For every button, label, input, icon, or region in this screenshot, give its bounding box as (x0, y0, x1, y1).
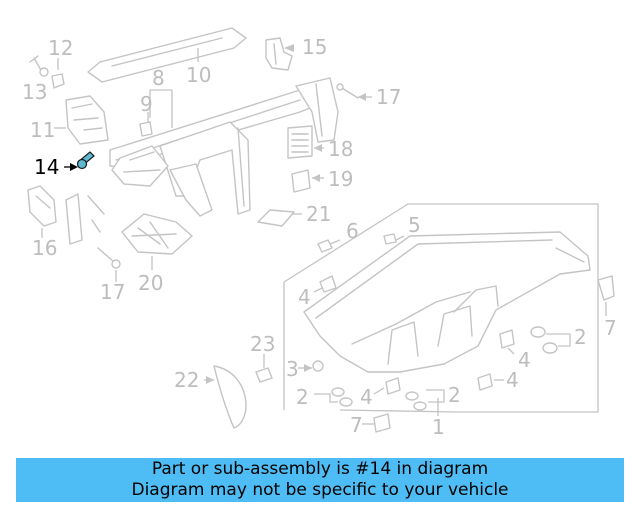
parts-diagram: 12 13 11 14 10 8 9 15 17 18 19 21 6 5 16… (22, 27, 617, 439)
part-21-drawing (257, 209, 302, 227)
part-8-drawing (109, 77, 339, 217)
callout-2-right: 2 (574, 325, 587, 349)
part-16-drawing (27, 185, 105, 245)
banner-line-1: Part or sub-assembly is #14 in diagram (151, 459, 489, 479)
part-23-drawing (255, 354, 273, 383)
callout-2-mid: 2 (448, 383, 461, 407)
callout-7-right: 7 (604, 316, 617, 340)
callout-4-c: 4 (506, 368, 519, 392)
info-banner: Part or sub-assembly is #14 in diagram D… (16, 458, 624, 502)
callout-4-d: 4 (360, 385, 373, 409)
callout-17-left: 17 (100, 280, 125, 304)
callout-16: 16 (32, 236, 57, 260)
callout-13: 13 (22, 80, 47, 104)
callout-5: 5 (408, 213, 421, 237)
callout-20: 20 (138, 271, 163, 295)
part-9-drawing (139, 112, 153, 137)
callout-21: 21 (306, 202, 331, 226)
callout-4-a: 4 (298, 285, 311, 309)
callout-9: 9 (140, 92, 153, 116)
part-22-drawing (204, 365, 247, 429)
callout-3: 3 (286, 357, 299, 381)
callout-8: 8 (152, 66, 165, 90)
part-14-drawing (64, 151, 95, 171)
callout-18: 18 (328, 137, 353, 161)
callout-15: 15 (302, 35, 327, 59)
callout-14: 14 (34, 155, 59, 179)
part-19-drawing (291, 169, 324, 193)
part-17b-drawing (97, 247, 121, 282)
callout-11: 11 (30, 118, 55, 142)
part-18-drawing (287, 125, 324, 159)
fasteners-drawing (298, 233, 615, 433)
callout-4-b: 4 (518, 348, 531, 372)
part-11-drawing (54, 95, 109, 145)
part-17a-drawing (336, 83, 372, 101)
banner-line-2: Diagram may not be specific to your vehi… (131, 480, 509, 500)
part-10-drawing (87, 27, 247, 83)
callout-7-left: 7 (350, 413, 363, 437)
callout-labels: 12 13 11 14 10 8 9 15 17 18 19 21 6 5 16… (22, 35, 617, 439)
part-1-drawing (283, 203, 599, 416)
part-12-13-drawing (29, 55, 65, 89)
callout-1: 1 (432, 415, 445, 439)
part-15-drawing (265, 37, 294, 71)
callout-12: 12 (48, 36, 73, 60)
callout-10: 10 (186, 63, 211, 87)
callout-2-left: 2 (296, 385, 309, 409)
callout-6: 6 (346, 219, 359, 243)
callout-23: 23 (250, 332, 275, 356)
callout-19: 19 (328, 167, 353, 191)
part-20-drawing (121, 213, 193, 270)
callout-22: 22 (174, 368, 199, 392)
callout-17-top: 17 (376, 85, 401, 109)
